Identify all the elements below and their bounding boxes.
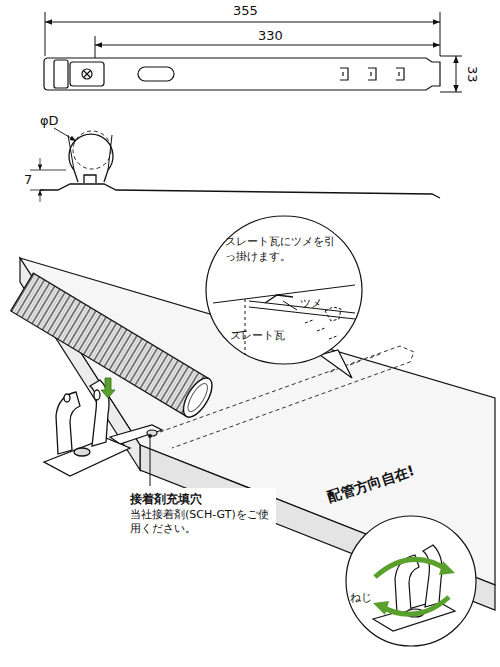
dimension: 33 [465,64,479,85]
circle-outline [345,515,477,647]
part-name: ねじ [350,592,372,604]
dimension: 7 [24,173,32,187]
node-heading: 接着剤充填穴 [130,492,270,508]
part-name: スレート瓦 [230,330,285,342]
note-box: 接着剤充填穴当社接着剤(SCH-GT)をご使用ください。 [124,488,276,540]
detail-circle: 配管方向自在! [345,515,477,647]
dimension: 330 [256,29,285,43]
part-name: ツメ [300,298,322,310]
node-heading: スレート瓦にツメを引っ掛けます。 [225,235,343,265]
callout-bubble: スレート瓦にツメを引っ掛けます。 [205,215,363,365]
node-body: 当社接着剤(SCH-GT)をご使用ください。 [130,508,270,537]
dimension: φD [40,114,59,128]
dimension: 355 [231,4,260,18]
